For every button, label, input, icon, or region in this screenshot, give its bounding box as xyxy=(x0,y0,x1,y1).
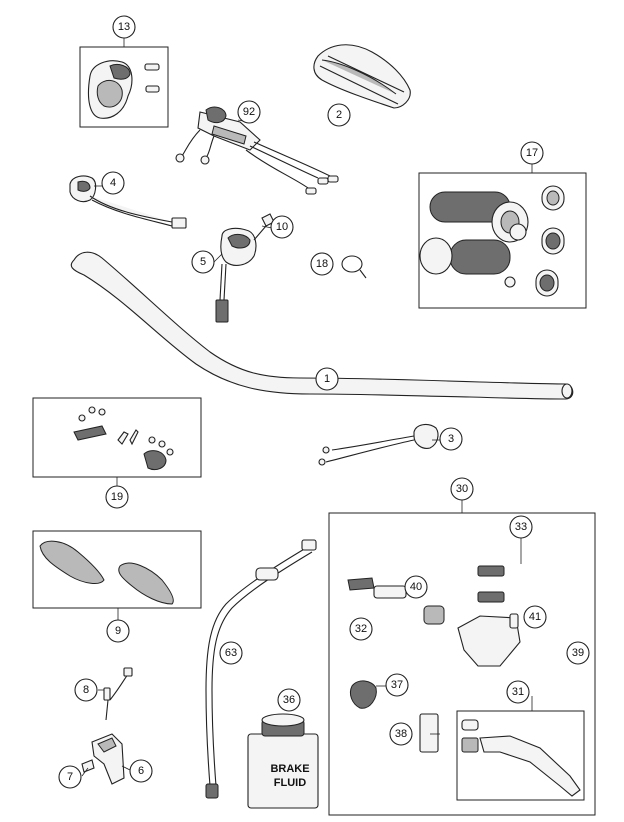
svg-text:63: 63 xyxy=(225,647,237,659)
svg-text:19: 19 xyxy=(111,491,123,503)
svg-text:40: 40 xyxy=(410,581,422,593)
handguards-9 xyxy=(39,540,174,605)
callout-30: 30 xyxy=(450,477,474,501)
callout-33: 33 xyxy=(509,515,533,539)
svg-text:7: 7 xyxy=(67,771,73,783)
callout-63: 63 xyxy=(219,641,243,665)
svg-text:38: 38 xyxy=(395,728,407,740)
svg-text:30: 30 xyxy=(456,483,468,495)
svg-text:31: 31 xyxy=(512,686,524,698)
svg-text:41: 41 xyxy=(529,611,541,623)
grip-set-17 xyxy=(419,185,565,297)
clutch-lever-6 xyxy=(91,733,125,785)
callout-38: 38 xyxy=(389,722,413,746)
callout-8: 8 xyxy=(74,678,98,702)
clutch-switch-8 xyxy=(103,667,133,721)
clamp-kit-19 xyxy=(73,406,174,471)
leader-lines xyxy=(81,38,533,777)
svg-text:8: 8 xyxy=(83,684,89,696)
svg-text:17: 17 xyxy=(526,147,538,159)
svg-text:32: 32 xyxy=(355,623,367,635)
screw-10 xyxy=(253,213,275,241)
handlebar-pad-2 xyxy=(313,44,411,109)
callout-32: 32 xyxy=(349,617,373,641)
svg-text:9: 9 xyxy=(115,625,121,637)
svg-text:5: 5 xyxy=(200,256,206,268)
callout-41: 41 xyxy=(523,605,547,629)
clutch-cable-63 xyxy=(205,539,317,799)
svg-text:36: 36 xyxy=(283,694,295,706)
switch-3 xyxy=(318,423,439,466)
svg-text:4: 4 xyxy=(110,177,116,189)
callout-5: 5 xyxy=(191,250,215,274)
callout-31: 31 xyxy=(506,680,530,704)
callout-4: 4 xyxy=(101,171,125,195)
svg-text:6: 6 xyxy=(138,765,144,777)
svg-text:92: 92 xyxy=(243,106,255,118)
callout-40: 40 xyxy=(404,575,428,599)
group-frame-9 xyxy=(32,530,202,609)
cable-tie-18 xyxy=(341,255,367,279)
callout-13: 13 xyxy=(112,15,136,39)
throttle-assembly-92 xyxy=(175,106,339,195)
svg-text:37: 37 xyxy=(391,679,403,691)
brake-lever-31 xyxy=(461,719,581,797)
svg-text:10: 10 xyxy=(276,221,288,233)
svg-text:39: 39 xyxy=(572,647,584,659)
callout-36: 36 xyxy=(277,688,301,712)
callout-7: 7 xyxy=(58,765,82,789)
svg-text:33: 33 xyxy=(515,521,527,533)
handlebar xyxy=(70,251,574,400)
callout-2: 2 xyxy=(327,103,351,127)
switch-5 xyxy=(215,227,257,323)
callout-19: 19 xyxy=(105,485,129,509)
group-frame-31 xyxy=(456,710,585,801)
group-frame-19 xyxy=(32,397,202,478)
callout-9: 9 xyxy=(106,619,130,643)
callout-18: 18 xyxy=(310,252,334,276)
callout-1: 1 xyxy=(315,367,339,391)
bottle-label-line-2: FLUID xyxy=(274,777,306,789)
group-frame-17 xyxy=(418,172,587,309)
svg-text:1: 1 xyxy=(324,373,330,385)
switch-4 xyxy=(69,175,187,229)
switch-housing-13 xyxy=(87,60,160,119)
brake-master-cylinder-30 xyxy=(347,565,521,753)
svg-text:13: 13 xyxy=(118,21,130,33)
svg-text:3: 3 xyxy=(448,433,454,445)
brake-fluid-bottle-36 xyxy=(247,713,319,809)
svg-text:18: 18 xyxy=(316,258,328,270)
callout-6: 6 xyxy=(129,759,153,783)
callout-37: 37 xyxy=(385,673,409,697)
bottle-label-line-1: BRAKE xyxy=(270,763,309,775)
callout-39: 39 xyxy=(566,641,590,665)
screw-7 xyxy=(81,759,95,773)
callout-3: 3 xyxy=(439,427,463,451)
callout-92: 92 xyxy=(237,100,261,124)
svg-text:2: 2 xyxy=(336,109,342,121)
callout-17: 17 xyxy=(520,141,544,165)
callout-10: 10 xyxy=(270,215,294,239)
